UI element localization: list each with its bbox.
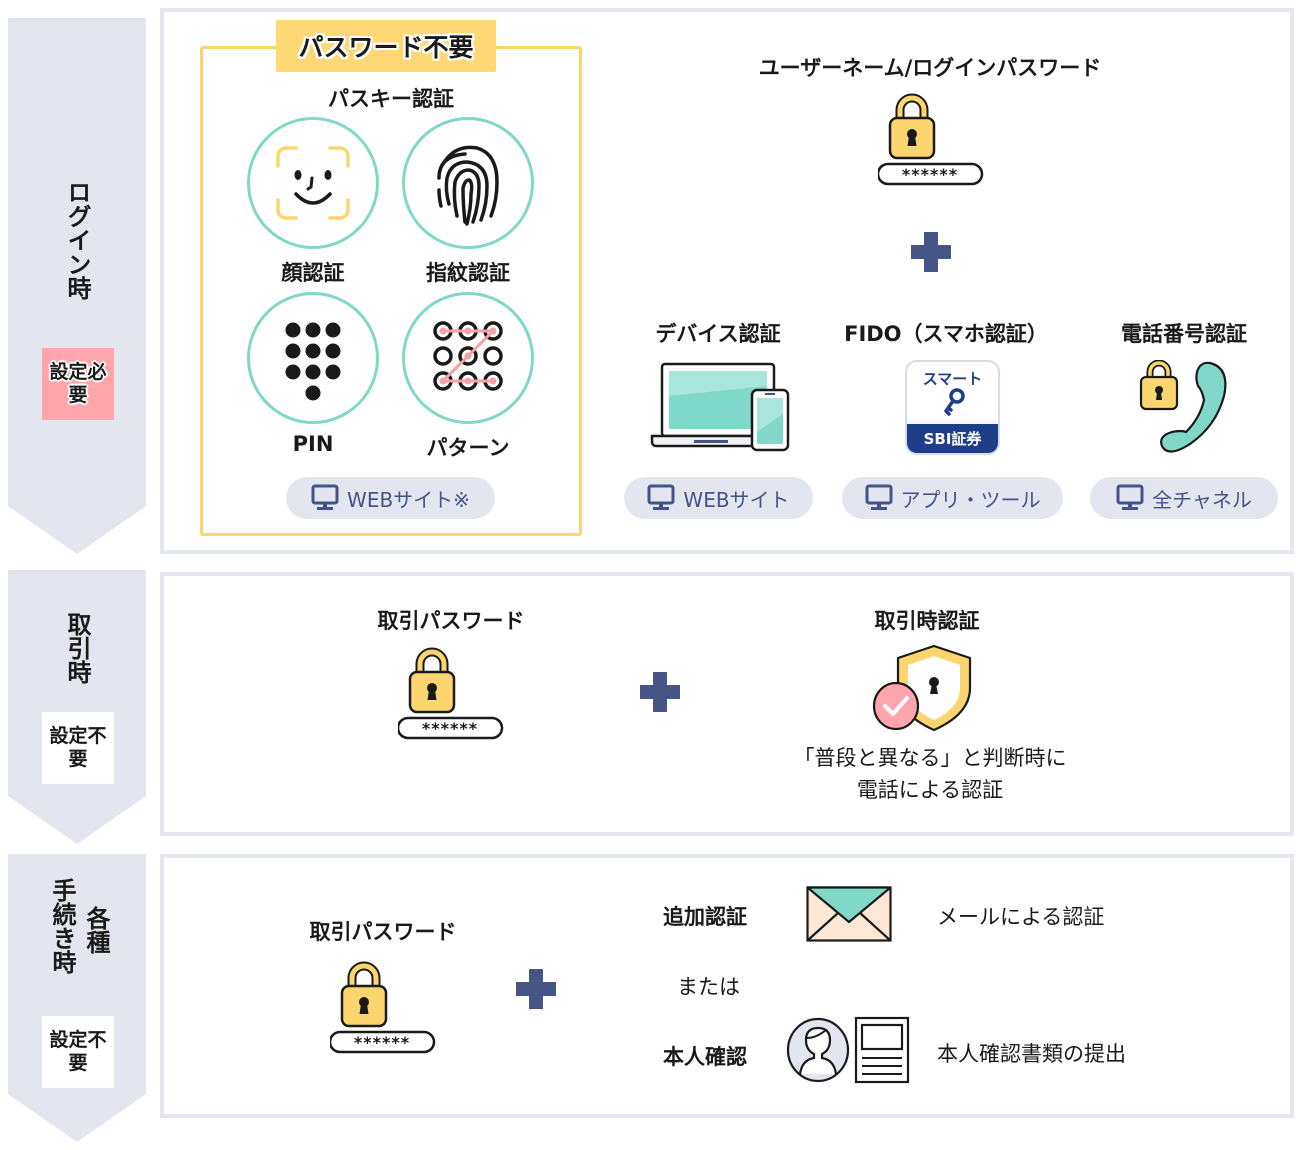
trade-auth-desc-line1: 「普段と異なる」と判断時に (793, 746, 1067, 770)
lock-phone-icon (1139, 360, 1227, 453)
monitor-icon (1116, 484, 1144, 512)
procedures-stage-label-col1: 各種 (82, 906, 110, 954)
phone-auth-title: 電話番号認証 (1121, 322, 1247, 346)
channel-label: WEBサイト※ (347, 487, 470, 512)
face-id-label: 顔認証 (281, 261, 345, 285)
channel-label: 全チャネル (1152, 487, 1252, 512)
lock-password-icon (398, 646, 504, 742)
sbi-smart-key-app-icon: スマート SBI証券 (905, 360, 1000, 455)
channel-badge-app-tool: アプリ・ツール (842, 477, 1063, 519)
monitor-icon (865, 484, 892, 512)
login-stage-label: ログイン時 (63, 180, 91, 300)
setup-not-required-badge: 設定不要 (42, 712, 114, 784)
pin-label: PIN (292, 432, 334, 456)
plus-icon (911, 232, 951, 272)
channel-badge-website-note: WEBサイト※ (286, 477, 495, 519)
id-document-icon (786, 1016, 910, 1084)
pin-keypad-icon (247, 292, 379, 424)
pattern-label: パターン (426, 436, 510, 460)
channel-badge-website: WEBサイト (624, 477, 813, 519)
procedures-stage-arrow (8, 854, 146, 1142)
face-id-icon (247, 117, 379, 249)
additional-auth-label: 追加認証 (663, 905, 747, 929)
procedures-stage-label-col2: 手続き時 (48, 878, 76, 974)
monitor-icon (311, 484, 339, 512)
username-password-title: ユーザーネーム/ログインパスワード (758, 56, 1102, 80)
trade-stage-label: 取引時 (63, 612, 91, 684)
login-panel (160, 8, 1294, 554)
lock-password-icon (878, 92, 984, 188)
trade-auth-title: 取引時認証 (874, 609, 980, 633)
key-icon (944, 388, 965, 416)
plus-icon (516, 969, 556, 1009)
setup-required-badge: 設定必要 (42, 348, 114, 420)
email-auth-desc: メールによる認証 (937, 905, 1105, 929)
laptop-phone-icon (650, 362, 790, 452)
pattern-lock-icon (402, 292, 534, 424)
trade-password-title: 取引パスワード (377, 609, 525, 633)
channel-label: アプリ・ツール (900, 487, 1041, 512)
setup-not-required-badge: 設定不要 (42, 1016, 114, 1088)
login-stage-arrow (8, 18, 146, 554)
envelope-icon (806, 886, 892, 942)
plus-icon (640, 672, 680, 712)
procedures-password-title: 取引パスワード (309, 920, 457, 944)
fido-title: FIDO（スマホ認証） (844, 322, 1048, 346)
or-text: または (677, 975, 740, 999)
fingerprint-icon (402, 117, 534, 249)
fingerprint-label: 指紋認証 (426, 261, 510, 285)
shield-check-icon (872, 644, 972, 732)
monitor-icon (647, 484, 675, 512)
device-auth-title: デバイス認証 (655, 322, 781, 346)
app-top-label: スマート (922, 370, 983, 388)
app-bottom-label: SBI証券 (907, 424, 998, 453)
passkey-title: パスキー認証 (328, 87, 454, 111)
identity-verify-label: 本人確認 (663, 1045, 747, 1069)
id-document-desc: 本人確認書類の提出 (937, 1042, 1126, 1066)
channel-badge-all-channels: 全チャネル (1090, 477, 1278, 519)
trade-panel (160, 572, 1294, 836)
lock-password-icon (330, 960, 436, 1056)
trade-auth-desc-line2: 電話による認証 (856, 778, 1004, 802)
passwordless-tag: パスワード不要 (276, 20, 496, 72)
channel-label: WEBサイト (683, 487, 790, 512)
